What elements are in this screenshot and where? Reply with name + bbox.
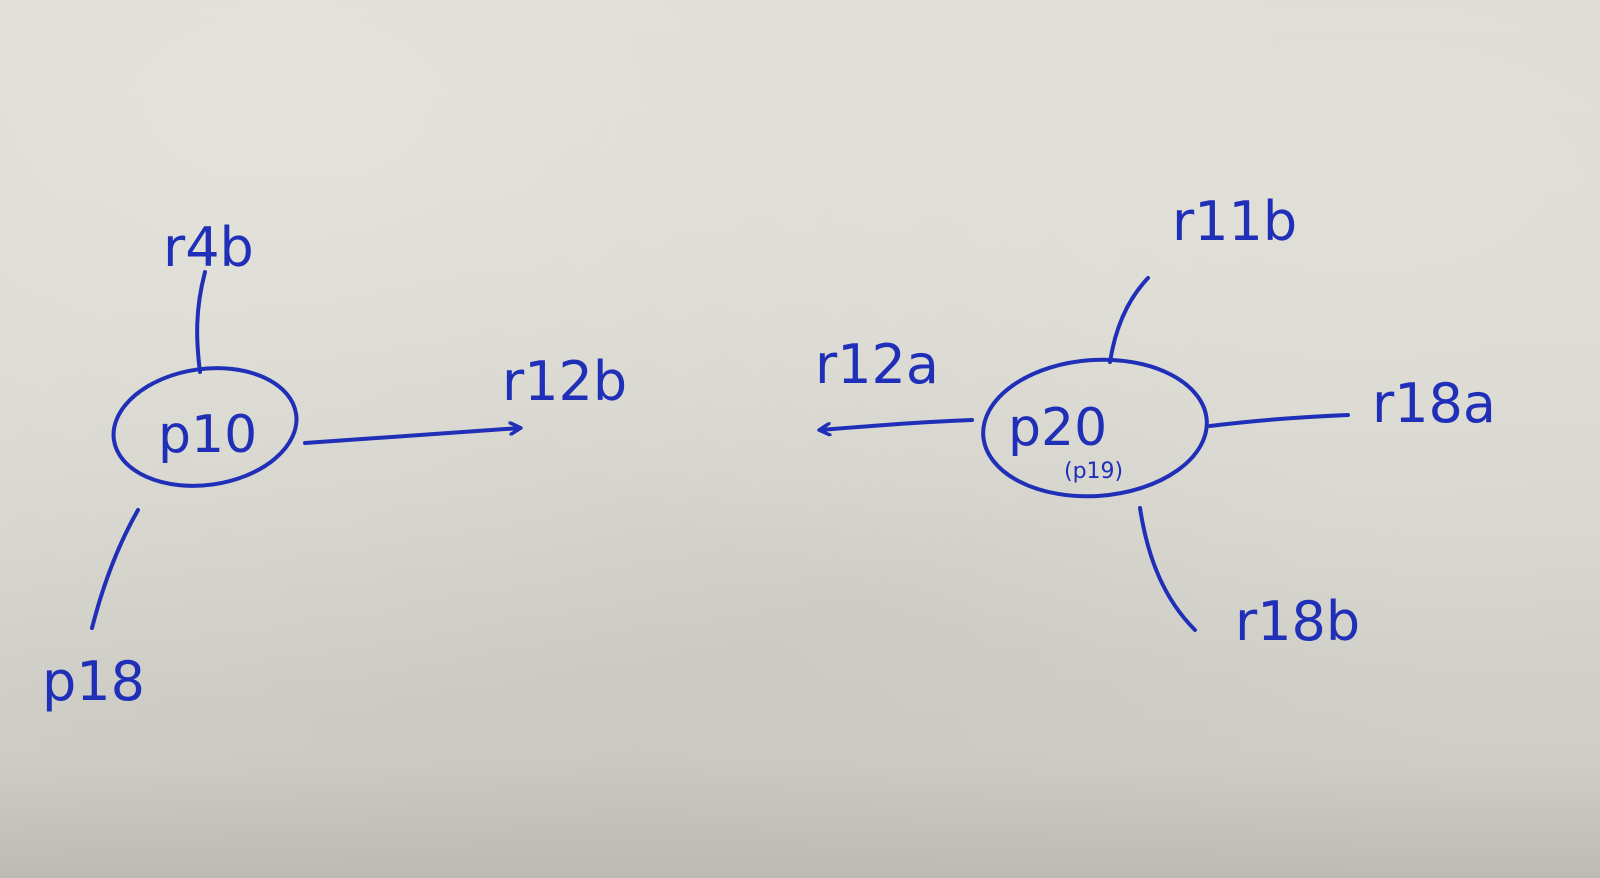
edge-p10-r12b (303, 428, 520, 445)
label-r18b: r18b (1235, 590, 1360, 653)
edge-p10-r4b (195, 270, 207, 374)
node-p10-circle (111, 366, 299, 488)
node-p20-label: p20 (1008, 398, 1107, 458)
label-r4b: r4b (163, 216, 254, 279)
label-p18: p18 (42, 650, 145, 713)
label-r11b: r11b (1172, 190, 1297, 253)
node-p20-circle (981, 357, 1209, 499)
edge-p20-r11b (1108, 276, 1150, 364)
node-p10-label: p10 (158, 405, 257, 465)
label-r12a: r12a (815, 333, 939, 396)
edge-p10-p18 (90, 508, 140, 630)
node-p10[interactable]: p10 (106, 357, 304, 497)
edge-p20-r12a (820, 418, 974, 430)
label-r18a: r18a (1372, 372, 1496, 435)
label-r12b: r12b (502, 350, 627, 413)
node-p20[interactable]: p20 (p19) (979, 352, 1212, 503)
edge-p20-r18b (1138, 506, 1197, 632)
edge-p20-r18a (1208, 413, 1350, 428)
node-p20-sublabel: (p19) (1064, 459, 1123, 484)
